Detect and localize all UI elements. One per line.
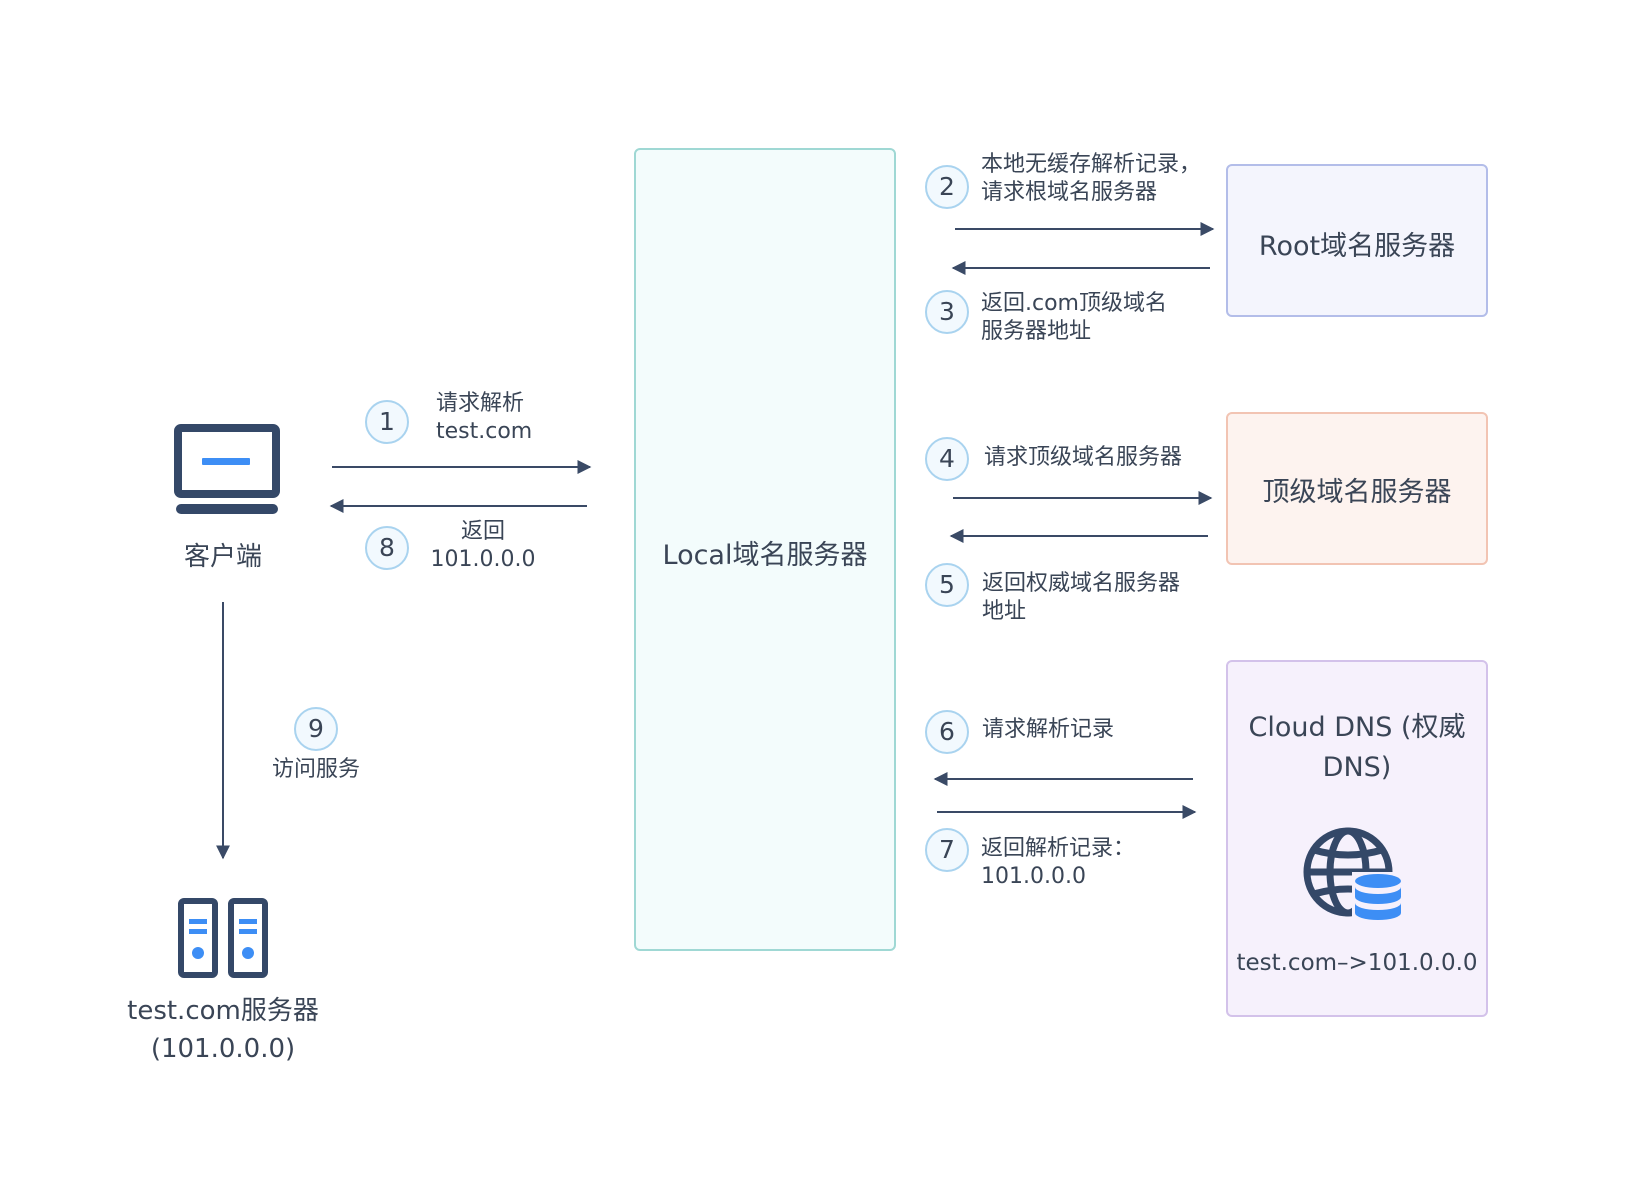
step-4-label: 请求顶级域名服务器 bbox=[984, 445, 1183, 470]
step-5-badge: 5 bbox=[925, 563, 969, 607]
step-5-label: 返回权威域名服务器 地址 bbox=[982, 570, 1180, 626]
web-server-name: test.com服务器 bbox=[127, 996, 319, 1026]
cloud-dns-record: test.com–>101.0.0.0 bbox=[1236, 950, 1478, 976]
step-2-badge: 2 bbox=[925, 165, 969, 209]
root-dns-box: Root域名服务器 bbox=[1226, 164, 1488, 317]
step-3-badge: 3 bbox=[925, 290, 969, 334]
local-dns-box: Local域名服务器 bbox=[634, 148, 896, 951]
step-4-badge: 4 bbox=[925, 437, 969, 481]
step-6-badge: 6 bbox=[925, 710, 969, 754]
local-dns-label: Local域名服务器 bbox=[662, 540, 868, 571]
step-1-badge: 1 bbox=[365, 400, 409, 444]
server-icon bbox=[178, 898, 268, 978]
root-dns-label: Root域名服务器 bbox=[1258, 231, 1456, 262]
step-1-line2: test.com bbox=[436, 419, 533, 444]
client-label: 客户端 bbox=[183, 542, 262, 572]
step-2-label: 本地无缓存解析记录， 请求根域名服务器 bbox=[981, 151, 1201, 207]
step-7-line2: 101.0.0.0 bbox=[981, 864, 1086, 889]
step-2-line1: 本地无缓存解析记录， bbox=[981, 152, 1202, 177]
step-8-badge: 8 bbox=[365, 526, 409, 570]
laptop-icon bbox=[174, 424, 280, 514]
step-9-label: 访问服务 bbox=[272, 757, 361, 782]
step-7-line1: 返回解析记录： bbox=[981, 836, 1136, 861]
tld-dns-box: 顶级域名服务器 bbox=[1226, 412, 1488, 565]
step-3-line2: 服务器地址 bbox=[981, 319, 1092, 344]
cloud-dns-label-line1: Cloud DNS (权威 bbox=[1248, 712, 1466, 743]
step-5-line1: 返回权威域名服务器 bbox=[982, 571, 1181, 596]
cloud-dns-box: Cloud DNS (权威 DNS) test.com–>101.0.0.0 bbox=[1226, 660, 1488, 1017]
step-3-line1: 返回.com顶级域名 bbox=[981, 291, 1167, 316]
step-8-line1: 返回 bbox=[460, 519, 505, 544]
step-8-label: 返回 101.0.0.0 bbox=[428, 518, 538, 574]
web-server-ip: (101.0.0.0) bbox=[150, 1034, 296, 1064]
step-5-line2: 地址 bbox=[982, 599, 1027, 624]
step-1-line1: 请求解析 bbox=[436, 391, 525, 416]
step-9-badge: 9 bbox=[294, 707, 338, 751]
tld-dns-label: 顶级域名服务器 bbox=[1262, 477, 1452, 508]
web-server-label: test.com服务器 (101.0.0.0) bbox=[103, 992, 343, 1068]
step-7-label: 返回解析记录： 101.0.0.0 bbox=[981, 835, 1135, 891]
step-2-line2: 请求根域名服务器 bbox=[981, 180, 1158, 205]
globe-database-icon bbox=[1303, 827, 1406, 926]
step-8-line2: 101.0.0.0 bbox=[430, 547, 536, 572]
cloud-dns-label-line2: DNS) bbox=[1322, 752, 1392, 783]
step-7-badge: 7 bbox=[925, 828, 969, 872]
step-6-label: 请求解析记录 bbox=[982, 717, 1115, 742]
step-3-label: 返回.com顶级域名 服务器地址 bbox=[981, 290, 1167, 346]
cloud-dns-label: Cloud DNS (权威 DNS) bbox=[1228, 708, 1486, 788]
step-1-label: 请求解析 test.com bbox=[436, 390, 532, 446]
